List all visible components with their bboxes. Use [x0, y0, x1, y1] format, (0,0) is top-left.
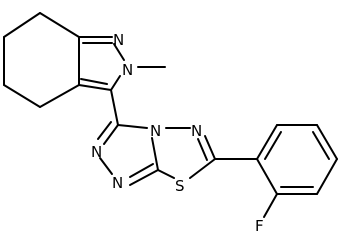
bond-n2-c3 — [110, 75, 121, 91]
bond-s-c8a — [157, 169, 175, 179]
bond-c8a-n1t-double — [129, 163, 154, 178]
atom-n-indazole-top: N — [113, 31, 124, 49]
bond-c3-c3a-double — [80, 78, 108, 85]
atom-n-thiadiazole: N — [191, 122, 202, 140]
bond-ph-inner-1 — [264, 131, 282, 160]
bond-n1t-n2t — [99, 157, 113, 175]
bond-c7-c6 — [3, 12, 41, 38]
atom-s: S — [175, 177, 185, 195]
bond-n5-c6-double — [197, 138, 208, 161]
atom-labels: N N N N N N S F — [91, 31, 264, 234]
bond-ph-ipso-ortho2 — [256, 124, 278, 160]
atom-f: F — [255, 217, 264, 234]
fluorophenyl-ring — [214, 124, 338, 218]
pyrazole-ring — [78, 36, 166, 91]
bond-c8a-n1t — [129, 169, 159, 186]
bond-n2t-c3t — [103, 124, 119, 145]
bond-indazole-triazole — [110, 89, 119, 126]
cyclohexane-ring — [3, 12, 80, 108]
atom-n-indazole-methyl: N — [122, 61, 133, 79]
atom-n-triazole-left-upper: N — [91, 143, 102, 161]
bond-c4-c3a — [39, 84, 80, 108]
bond-n5-c6 — [204, 135, 216, 160]
bond-c3-c3a — [78, 84, 112, 91]
bond-n2t-c3t-double — [97, 121, 112, 140]
bond-c7a-c7 — [39, 12, 80, 38]
bond-ph-ortho1-ipso — [256, 158, 278, 195]
bond-c3t-n4 — [117, 124, 148, 129]
atom-n-triazole-left-lower: N — [112, 174, 123, 192]
bond-ph-meta2-para — [316, 124, 338, 160]
thiadiazole-ring — [157, 127, 216, 179]
bond-n4-c8a — [151, 137, 159, 171]
bond-ph-inner-2 — [312, 131, 330, 160]
bond-n1-n2 — [113, 43, 125, 61]
bond-ortho1-f — [263, 193, 278, 218]
triazole-ring — [97, 121, 159, 186]
molecule-structure-diagram: N N N N N N S F — [3, 12, 338, 234]
atom-n-triazole-bridge: N — [150, 122, 161, 140]
bond-c5-c4 — [3, 84, 41, 108]
bond-ph-para-meta1 — [316, 158, 338, 195]
bond-c6-s — [189, 158, 216, 179]
molecule-canvas: N N N N N N S F — [3, 12, 338, 234]
